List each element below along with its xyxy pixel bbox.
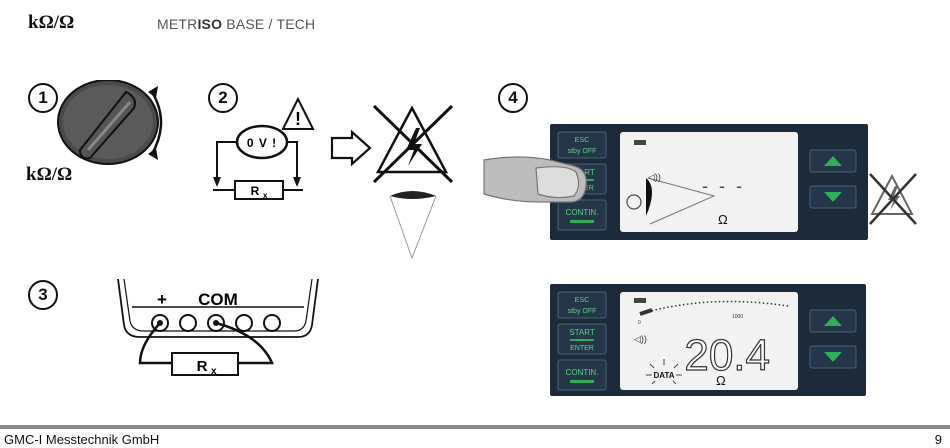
svg-text:CONTIN.: CONTIN. <box>566 208 599 217</box>
svg-text:!: ! <box>295 109 301 129</box>
svg-text:- - -: - - - <box>702 176 745 196</box>
svg-text:R: R <box>251 184 260 198</box>
buzzer-icon: ◁)) <box>648 172 661 182</box>
rotate-arrow-icon <box>150 91 163 155</box>
up-arrow-icon <box>824 156 842 166</box>
svg-text:ENTER: ENTER <box>570 345 594 352</box>
header-unit: kΩ/Ω <box>28 12 75 33</box>
no-hazard-voltage-symbol <box>372 104 454 260</box>
voltage-check-circuit: ! 0 V ! R x <box>213 96 315 200</box>
svg-text:R: R <box>197 358 208 375</box>
step-4-marker: 4 <box>498 83 528 113</box>
down-arrow-icon <box>824 192 842 202</box>
buzzer-icon: ◁)) <box>634 334 647 344</box>
battery-icon <box>634 140 646 145</box>
page-number: 9 <box>934 432 942 447</box>
test-lead-com <box>215 321 274 365</box>
instrument-panel-start: ESC stby OFF START ENTER CONTIN. ◁)) - -… <box>483 124 917 240</box>
analog-scale <box>639 300 789 315</box>
com-terminal-label: COM <box>198 290 238 309</box>
up-arrow-icon <box>824 316 842 326</box>
footer-divider <box>0 425 950 429</box>
terminal-connection-diagram: + COM R x <box>117 278 319 377</box>
data-flash-icon <box>646 359 682 385</box>
battery-icon <box>634 298 646 303</box>
svg-text:0: 0 <box>638 320 641 326</box>
resistor-symbol <box>234 180 284 200</box>
rotary-switch-illustration <box>57 80 163 165</box>
data-label: DATA <box>653 371 674 380</box>
resistor-symbol <box>171 352 239 376</box>
svg-text:1000: 1000 <box>732 314 743 320</box>
lcd-display <box>620 132 798 232</box>
pressing-finger-illustration <box>483 156 587 203</box>
instrument-panel-result: ESC stby OFF START ENTER CONTIN. 0 1000 … <box>550 284 866 396</box>
svg-text:stby OFF: stby OFF <box>568 308 597 315</box>
svg-text:0 V !: 0 V ! <box>247 136 277 150</box>
crossed-warning-icon <box>869 173 917 225</box>
lcd-display <box>620 292 798 390</box>
right-arrow-icon <box>330 130 372 166</box>
svg-text:ESC: ESC <box>575 137 589 144</box>
svg-text:START: START <box>569 328 595 337</box>
svg-text:Ω: Ω <box>716 373 726 388</box>
step-1-marker: 1 <box>28 83 58 113</box>
resistance-reading: 20.4 <box>684 331 770 380</box>
knob-unit-label: kΩ/Ω <box>26 164 73 185</box>
svg-text:Ω: Ω <box>718 212 728 227</box>
footer-company: GMC-I Messtechnik GmbH <box>4 432 160 447</box>
step-3-marker: 3 <box>28 280 58 310</box>
header-title: METRISO BASE / TECH <box>157 16 316 32</box>
down-arrow-icon <box>824 352 842 362</box>
svg-text:CONTIN.: CONTIN. <box>566 368 599 377</box>
eye-icon <box>390 191 436 199</box>
warning-triangle-icon <box>281 96 315 130</box>
svg-text:x: x <box>211 366 217 377</box>
plus-terminal-label: + <box>157 290 167 309</box>
svg-text:stby OFF: stby OFF <box>568 148 597 155</box>
step-2-marker: 2 <box>208 83 238 113</box>
svg-text:x: x <box>263 191 268 200</box>
svg-text:ESC: ESC <box>575 297 589 304</box>
test-lead-plus <box>138 322 172 365</box>
